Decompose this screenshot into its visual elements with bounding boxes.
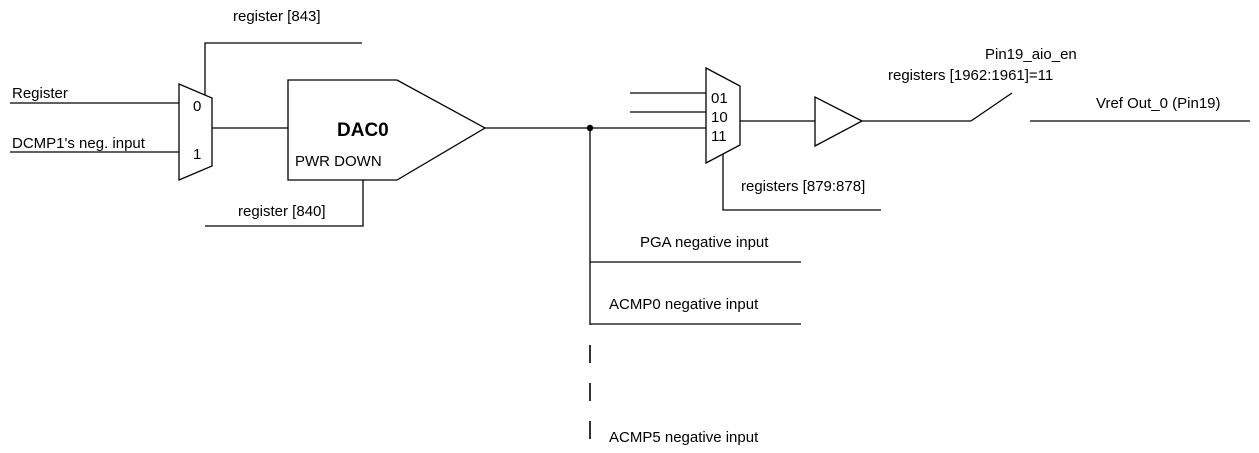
register-840-line — [205, 180, 364, 227]
mux2-in10-label: 10 — [711, 109, 728, 126]
register-840-label: register [840] — [238, 203, 326, 220]
pin19-switch — [970, 92, 1013, 122]
mux1-in0-label: 0 — [193, 98, 201, 115]
dac0-block — [287, 79, 487, 181]
register-input-label: Register — [12, 85, 68, 102]
pin19-aio-en-label: Pin19_aio_en — [985, 46, 1077, 63]
registers-1962-1961-label: registers [1962:1961]=11 — [888, 67, 1053, 84]
acmp5-neg-label: ACMP5 negative input — [609, 429, 759, 446]
output-mux — [705, 66, 741, 165]
pga-neg-label: PGA negative input — [640, 234, 769, 251]
vref-out-label: Vref Out_0 (Pin19) — [1096, 95, 1221, 112]
registers-879-878-label: registers [879:878] — [741, 178, 865, 195]
register-843-label: register [843] — [233, 8, 321, 25]
mux1-in1-label: 1 — [193, 146, 201, 163]
dac0-pwr-down-label: PWR DOWN — [295, 153, 382, 170]
mux2-in01-label: 01 — [711, 90, 728, 107]
dcmp1-input-label: DCMP1's neg. input — [12, 135, 146, 152]
dac0-title: DAC0 — [337, 120, 389, 141]
input-mux — [178, 83, 213, 181]
register-843-line — [204, 42, 362, 115]
registers-879-878-line — [722, 154, 881, 211]
mux2-in11-label: 11 — [711, 128, 727, 145]
output-buffer — [814, 95, 864, 148]
acmp0-neg-label: ACMP0 negative input — [609, 296, 759, 313]
